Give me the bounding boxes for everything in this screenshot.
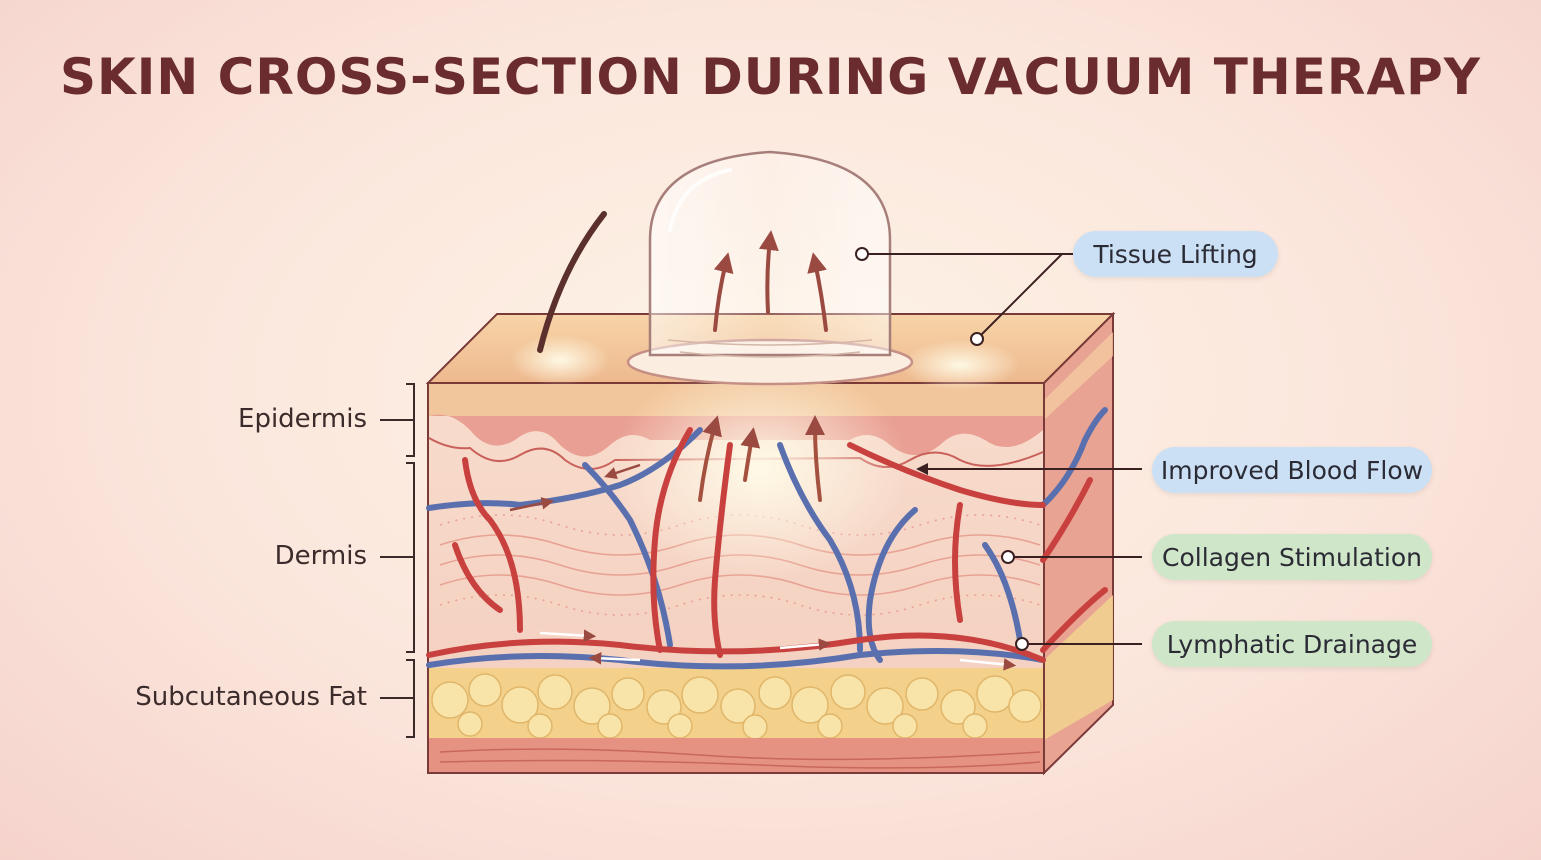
- hair: [537, 211, 607, 353]
- flow-arrows: [509, 463, 1017, 671]
- label-subcutaneous-fat: Subcutaneous Fat: [135, 682, 367, 712]
- callout-improved-blood-flow: Improved Blood Flow: [1152, 447, 1432, 493]
- lift-arrows-cup: [713, 230, 828, 332]
- callout-dots: [855, 247, 1029, 651]
- page-title: SKIN CROSS-SECTION DURING VACUUM THERAPY: [60, 48, 1481, 106]
- callout-lines: [862, 253, 1142, 645]
- layer-brackets: [380, 383, 415, 738]
- callout-collagen-stimulation: Collagen Stimulation: [1152, 534, 1432, 580]
- callout-tissue-lifting: Tissue Lifting: [1073, 231, 1278, 277]
- label-epidermis: Epidermis: [238, 404, 367, 434]
- label-dermis: Dermis: [274, 541, 367, 571]
- arteries: [426, 427, 1108, 663]
- muscle-layer: [429, 738, 1043, 772]
- callout-lymphatic-drainage: Lymphatic Drainage: [1152, 621, 1432, 667]
- lift-arrows-dermis: [698, 415, 826, 502]
- fat-cells: [431, 673, 1042, 740]
